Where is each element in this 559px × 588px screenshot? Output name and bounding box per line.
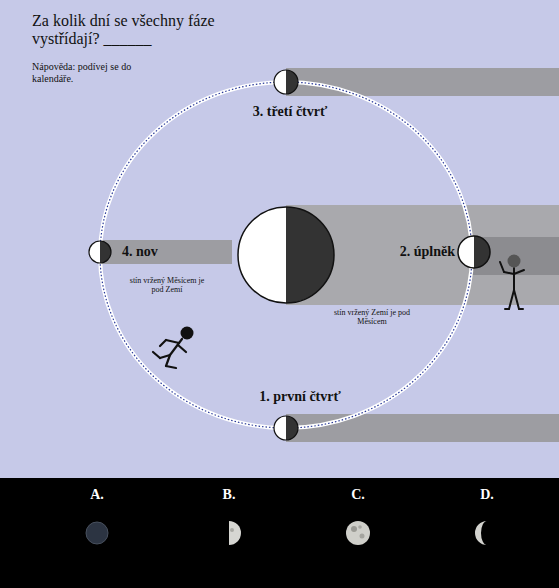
earth-shadow-band	[286, 205, 559, 305]
earth	[238, 207, 334, 303]
moon-right	[458, 236, 490, 268]
phase-photo-b	[229, 521, 241, 545]
option-letter: D.	[480, 487, 494, 503]
phase-label: 1. první čtvrť	[259, 389, 341, 405]
phase-photo-c	[346, 521, 370, 545]
umbra-band	[472, 237, 559, 275]
phase-node: 2. úplněk	[400, 244, 455, 260]
phase-label: 3. třetí čtvrť	[253, 104, 328, 120]
hint-note: Nápověda: podívej se do kalendáře.	[32, 61, 150, 84]
orbit-dots	[100, 82, 472, 428]
moon-left	[89, 241, 111, 263]
moon-top	[274, 70, 298, 94]
phase-label: 2. úplněk	[400, 244, 455, 260]
shadow-note: stín vržený Zemí je pod Měsícem	[331, 308, 413, 326]
moon-shadow-band	[286, 414, 559, 442]
phase-node: 4. nov	[122, 244, 158, 260]
moon-shadow-band	[100, 240, 232, 264]
option-letter: C.	[351, 487, 365, 503]
phase-photo-d	[475, 521, 487, 545]
option-letter: A.	[90, 487, 104, 503]
standing-figure	[500, 255, 524, 310]
moon-shadow-band	[286, 68, 559, 96]
running-figure	[153, 327, 194, 369]
shadow-note: stín vržený Měsícem je pod Zemí	[124, 276, 210, 294]
phase-node: 3. třetí čtvrť	[253, 104, 328, 120]
phase-label: 4. nov	[122, 244, 158, 260]
orbit	[100, 82, 472, 428]
phase-node: 1. první čtvrť	[259, 389, 341, 405]
option-letter: B.	[223, 487, 236, 503]
moon-bottom	[274, 416, 298, 440]
phase-strip	[0, 478, 559, 588]
question-title: Za kolik dní se všechny fáze vystřídají?…	[32, 12, 227, 49]
phase-photo-a	[86, 522, 108, 544]
